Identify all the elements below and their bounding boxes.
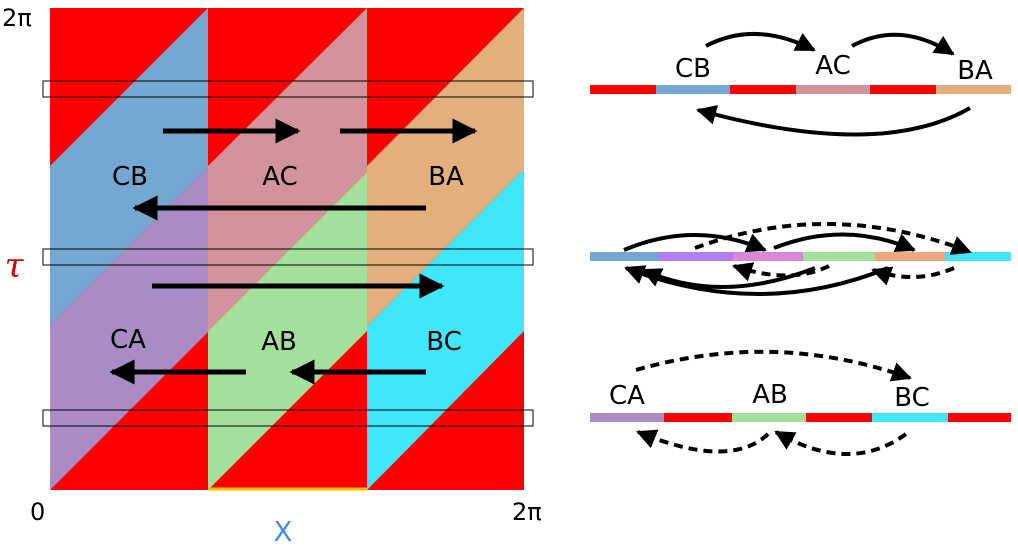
y-axis-top-label: 2π — [2, 4, 32, 32]
segment-red — [730, 85, 796, 94]
segment-AB — [732, 413, 806, 422]
strip-diagram-top: CB AC BA — [590, 31, 1011, 137]
mid-arrow-solid-2 — [773, 232, 916, 253]
segment-red — [590, 85, 656, 94]
segment-BA — [936, 85, 1011, 94]
mid-arrow-dashed-1 — [694, 221, 972, 255]
segment-CB — [590, 252, 658, 261]
label-AB: AB — [261, 327, 297, 357]
region-CA — [50, 167, 208, 490]
segment-BA — [875, 252, 945, 261]
mid-arrow-solid-1 — [623, 233, 767, 253]
square-arrows — [109, 118, 478, 385]
top-label-AC: AC — [815, 51, 850, 81]
region-BA — [367, 8, 524, 326]
region-CB — [50, 8, 208, 325]
segment-red — [806, 413, 872, 422]
segment-AC — [796, 85, 870, 94]
strip-middle — [42, 248, 534, 266]
label-BA: BA — [428, 162, 464, 192]
strip-bottom — [42, 409, 534, 427]
top-arrow-cb-ac — [705, 31, 816, 52]
bottom-label-BC: BC — [894, 383, 930, 413]
strip-top — [42, 80, 534, 98]
segment-CB — [656, 85, 730, 94]
segment-AB — [803, 252, 875, 261]
strip-diagram-bottom: CA AB BC — [590, 349, 1011, 456]
strip-diagram-middle — [590, 221, 1011, 296]
segment-AC — [733, 252, 803, 261]
bottom-arrow-bc-ab — [774, 430, 908, 456]
x-axis-right-label: 2π — [512, 498, 542, 526]
top-arrow-ac-ba — [851, 32, 955, 56]
bottom-label-CA: CA — [609, 381, 645, 411]
label-BC: BC — [426, 327, 462, 357]
label-AC: AC — [262, 162, 297, 192]
x-axis-label: X — [273, 515, 292, 546]
bottom-arrow-ab-ca — [636, 429, 770, 454]
mid-arrow-dashed-3 — [871, 266, 955, 286]
label-CB: CB — [112, 162, 148, 192]
region-AC — [208, 8, 367, 331]
top-arrow-ba-cb — [696, 105, 971, 137]
y-axis-label: τ — [5, 246, 25, 286]
mid-arrow-solid-3 — [624, 265, 889, 296]
segment-CA — [658, 252, 733, 261]
segment-BC — [872, 413, 948, 422]
segment-CA — [590, 413, 664, 422]
top-label-CB: CB — [675, 54, 711, 84]
top-label-BA: BA — [957, 56, 993, 86]
segment-BC — [945, 252, 1011, 261]
bottom-arrow-ca-bc — [635, 349, 912, 382]
origin-label: 0 — [30, 498, 45, 526]
segment-red — [948, 413, 1011, 422]
segment-red — [870, 85, 936, 94]
label-CA: CA — [110, 325, 146, 355]
bottom-label-AB: AB — [752, 380, 788, 410]
mid-arrow-solid-4 — [641, 266, 816, 289]
segment-red — [664, 413, 732, 422]
